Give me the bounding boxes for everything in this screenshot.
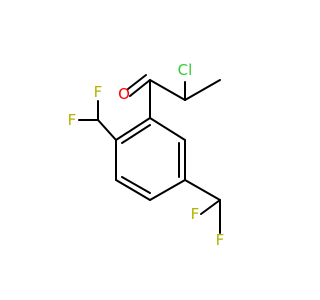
- bond-ring-chf2-right: [184, 179, 221, 201]
- fluorine-label-left: F: [68, 111, 77, 129]
- fluorine-label-bottom: F: [216, 231, 225, 249]
- bond-carbonyl-chcl: [149, 79, 186, 101]
- fluorine-label-bottom-left: F: [191, 205, 200, 223]
- bonds: [78, 74, 221, 234]
- bond-ring-c6-c1: [115, 117, 151, 141]
- bond-carbonyl-o-2: [127, 74, 147, 90]
- bond-carbonyl-o-1: [129, 79, 151, 97]
- bond-ring-chf2-left: [97, 119, 117, 141]
- bond-ring-c3-c4: [149, 179, 186, 201]
- chlorine-label: Cl: [178, 61, 193, 79]
- oxygen-label: O: [118, 85, 130, 103]
- structure-diagram: O Cl F F F F: [68, 61, 225, 249]
- molecule-canvas: O Cl F F F F: [68, 61, 225, 249]
- fluorine-label-top-left: F: [94, 83, 103, 101]
- atom-labels: O Cl F F F F: [68, 61, 225, 249]
- bond-ring-c4-c5: [115, 179, 151, 201]
- bond-chf2-right-f-left: [200, 199, 221, 215]
- bond-ring-c1-c2: [149, 117, 186, 141]
- bond-ring-c4-c5-double: [121, 176, 151, 194]
- bond-chcl-methyl: [184, 79, 221, 101]
- bond-ring-c6-c1-double: [121, 124, 151, 144]
